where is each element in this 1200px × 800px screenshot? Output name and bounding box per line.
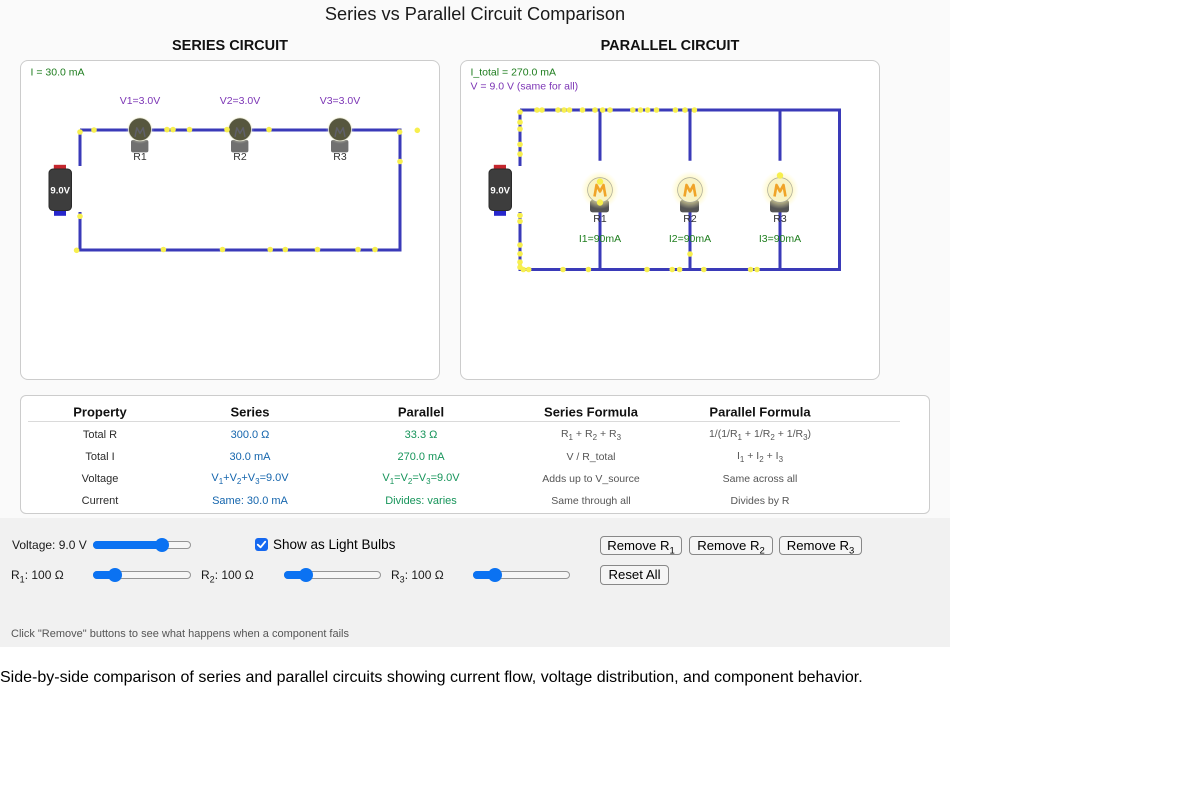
svg-text:V2=3.0V: V2=3.0V: [220, 95, 261, 107]
svg-text:R1: R1: [593, 213, 607, 225]
svg-text:R3: R3: [333, 151, 347, 163]
svg-text:I3=90mA: I3=90mA: [759, 233, 801, 245]
svg-text:I2=90mA: I2=90mA: [669, 233, 711, 245]
svg-text:I_total = 270.0 mA: I_total = 270.0 mA: [471, 67, 557, 79]
svg-text:R2: R2: [683, 213, 697, 225]
svg-text:I = 30.0 mA: I = 30.0 mA: [31, 67, 85, 79]
svg-text:9.0V: 9.0V: [50, 186, 70, 197]
svg-text:9.0V: 9.0V: [490, 186, 510, 197]
svg-text:R2: R2: [233, 151, 247, 163]
svg-text:V1=3.0V: V1=3.0V: [120, 95, 161, 107]
svg-text:R3: R3: [773, 213, 787, 225]
svg-text:R1: R1: [133, 151, 147, 163]
svg-text:V3=3.0V: V3=3.0V: [320, 95, 361, 107]
svg-text:V = 9.0 V (same for all): V = 9.0 V (same for all): [471, 81, 579, 93]
svg-text:I1=90mA: I1=90mA: [579, 233, 621, 245]
